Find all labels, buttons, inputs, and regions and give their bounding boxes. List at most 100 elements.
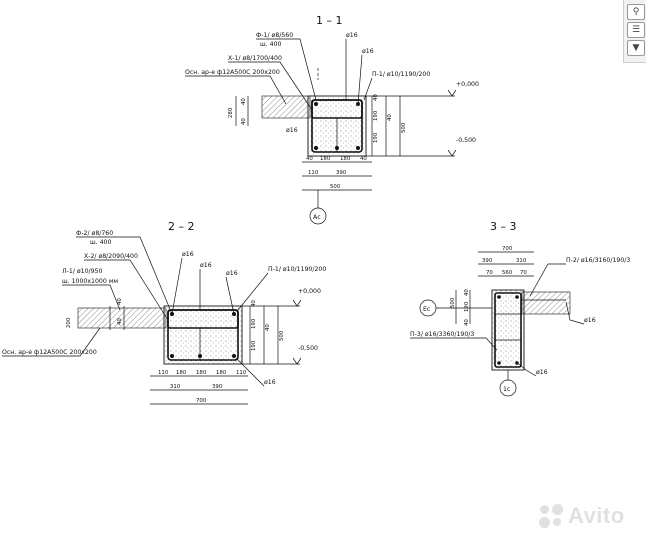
label-2-p1: П-1/ ø10/1190/200 xyxy=(268,266,326,273)
slab-3 xyxy=(521,291,571,315)
side-toolbar: ⚲ ☰ ▼ xyxy=(623,0,646,63)
svg-text:40: 40 xyxy=(265,324,271,331)
section-1-1: 1 – 1 +0,000 -0,500 Ф-1/ ø8/560 ш. 400 Х… xyxy=(185,14,479,225)
svg-text:180: 180 xyxy=(320,156,331,162)
svg-text:280: 280 xyxy=(228,107,234,118)
rebar-2e xyxy=(198,354,202,358)
section-3-title: 3 – 3 xyxy=(490,220,517,233)
rebar-3b xyxy=(515,295,519,299)
label-1-p1: П-1/ ø10/1190/200 xyxy=(372,71,430,78)
slab-1 xyxy=(261,95,311,119)
label-1-main: Осн. ар-е ф12А500С 200х200 xyxy=(185,69,280,76)
label-2-x2: Х-2/ ø8/2090/400 xyxy=(84,253,138,260)
svg-text:110: 110 xyxy=(158,370,169,376)
svg-text:40: 40 xyxy=(464,289,470,296)
label-2-l1: Л-1/ ø10/950 xyxy=(62,268,102,275)
rebar-3a xyxy=(497,295,501,299)
svg-text:190: 190 xyxy=(251,318,257,329)
level-2-top: +0,000 xyxy=(298,288,321,295)
svg-text:390: 390 xyxy=(212,384,223,390)
label-1-d16c: ø16 xyxy=(286,127,298,134)
rebar-3d xyxy=(515,361,519,365)
svg-text:500: 500 xyxy=(330,184,341,190)
section-2-title: 2 – 2 xyxy=(168,220,195,233)
label-1-d16a: ø16 xyxy=(346,32,358,39)
axis-bubble-ec xyxy=(419,299,437,317)
axis-bubble-ac xyxy=(309,207,327,225)
rebar-1e xyxy=(335,146,339,150)
svg-text:200: 200 xyxy=(66,317,72,328)
label-2-d16c: ø16 xyxy=(226,270,238,277)
section-2-2: 2 – 2 +0,000 -0,500 Ф-2/ ø8/760 ш. 400 Х… xyxy=(2,220,326,405)
rebar-1d xyxy=(356,146,360,150)
avito-watermark: Avito xyxy=(538,500,642,532)
rebar-3c xyxy=(497,361,501,365)
label-2-main: Осн. ар-е ф12А500С 200х200 xyxy=(2,349,97,356)
svg-text:500: 500 xyxy=(450,297,456,308)
svg-text:310: 310 xyxy=(516,258,527,264)
axis-label-ec: Ес xyxy=(423,306,431,313)
svg-text:40: 40 xyxy=(241,118,247,125)
label-3-p3: П-3/ ø16/3360/190/3 xyxy=(410,331,474,338)
svg-text:40: 40 xyxy=(464,319,470,326)
svg-text:190: 190 xyxy=(251,340,257,351)
svg-text:70: 70 xyxy=(486,270,493,276)
svg-text:180: 180 xyxy=(216,370,227,376)
level-1-bottom: -0,500 xyxy=(456,137,476,144)
svg-text:390: 390 xyxy=(336,170,347,176)
svg-text:110: 110 xyxy=(308,170,319,176)
svg-text:40: 40 xyxy=(387,114,393,121)
rebar-2c xyxy=(170,354,174,358)
svg-text:190: 190 xyxy=(464,301,470,312)
svg-text:180: 180 xyxy=(196,370,207,376)
label-1-d16b: ø16 xyxy=(362,48,374,55)
rebar-1c xyxy=(314,146,318,150)
label-2-d16d: ø16 xyxy=(264,379,276,386)
label-2-f2: Ф-2/ ø8/760 xyxy=(76,230,113,237)
svg-text:700: 700 xyxy=(502,246,513,252)
svg-text:40: 40 xyxy=(360,156,367,162)
svg-text:180: 180 xyxy=(340,156,351,162)
label-1-step: ш. 400 xyxy=(260,41,281,48)
level-2-bottom: -0,500 xyxy=(298,345,318,352)
watermark-text: Avito xyxy=(568,503,625,528)
svg-text:500: 500 xyxy=(279,330,285,341)
axis-bubble-1c xyxy=(499,379,517,397)
section-1-title: 1 – 1 xyxy=(316,14,343,27)
label-1-f1: Ф-1/ ø8/560 xyxy=(256,32,293,39)
svg-text:190: 190 xyxy=(373,110,379,121)
label-1-x1: Х-1/ ø8/1700/400 xyxy=(228,55,282,62)
svg-text:40: 40 xyxy=(251,300,257,307)
svg-text:40: 40 xyxy=(306,156,313,162)
svg-text:190: 190 xyxy=(373,132,379,143)
level-1-top: +0,000 xyxy=(456,81,479,88)
arrow-down-icon[interactable]: ▼ xyxy=(627,40,645,56)
rebar-1a xyxy=(314,102,318,106)
avito-logo-icon xyxy=(538,503,564,529)
label-2-d16b: ø16 xyxy=(200,262,212,269)
svg-text:40: 40 xyxy=(241,98,247,105)
svg-text:700: 700 xyxy=(196,398,207,404)
svg-text:70: 70 xyxy=(520,270,527,276)
svg-text:310: 310 xyxy=(170,384,181,390)
beam-3 xyxy=(491,289,525,371)
label-2-d16a: ø16 xyxy=(182,251,194,258)
axis-label-ac: Ас xyxy=(313,214,321,221)
section-3-3: 3 – 3 П-2/ ø16/3160/190/3 ø16 П-3/ ø16/3… xyxy=(410,220,630,397)
layers-icon[interactable]: ☰ xyxy=(627,22,645,38)
axis-label-1c: 1с xyxy=(503,386,511,393)
label-2-step: ш. 400 xyxy=(90,239,111,246)
svg-text:40: 40 xyxy=(117,318,123,325)
svg-text:110: 110 xyxy=(236,370,247,376)
svg-text:180: 180 xyxy=(176,370,187,376)
label-2-mesh: ш. 1000х1000 мм xyxy=(62,278,118,285)
beam-2 xyxy=(163,305,243,365)
svg-text:500: 500 xyxy=(401,122,407,133)
rebar-2d xyxy=(232,354,236,358)
svg-text:40: 40 xyxy=(117,298,123,305)
svg-text:390: 390 xyxy=(482,258,493,264)
magnifier-icon[interactable]: ⚲ xyxy=(627,4,645,20)
label-3-d16a: ø16 xyxy=(584,317,596,324)
svg-text:560: 560 xyxy=(502,270,513,276)
